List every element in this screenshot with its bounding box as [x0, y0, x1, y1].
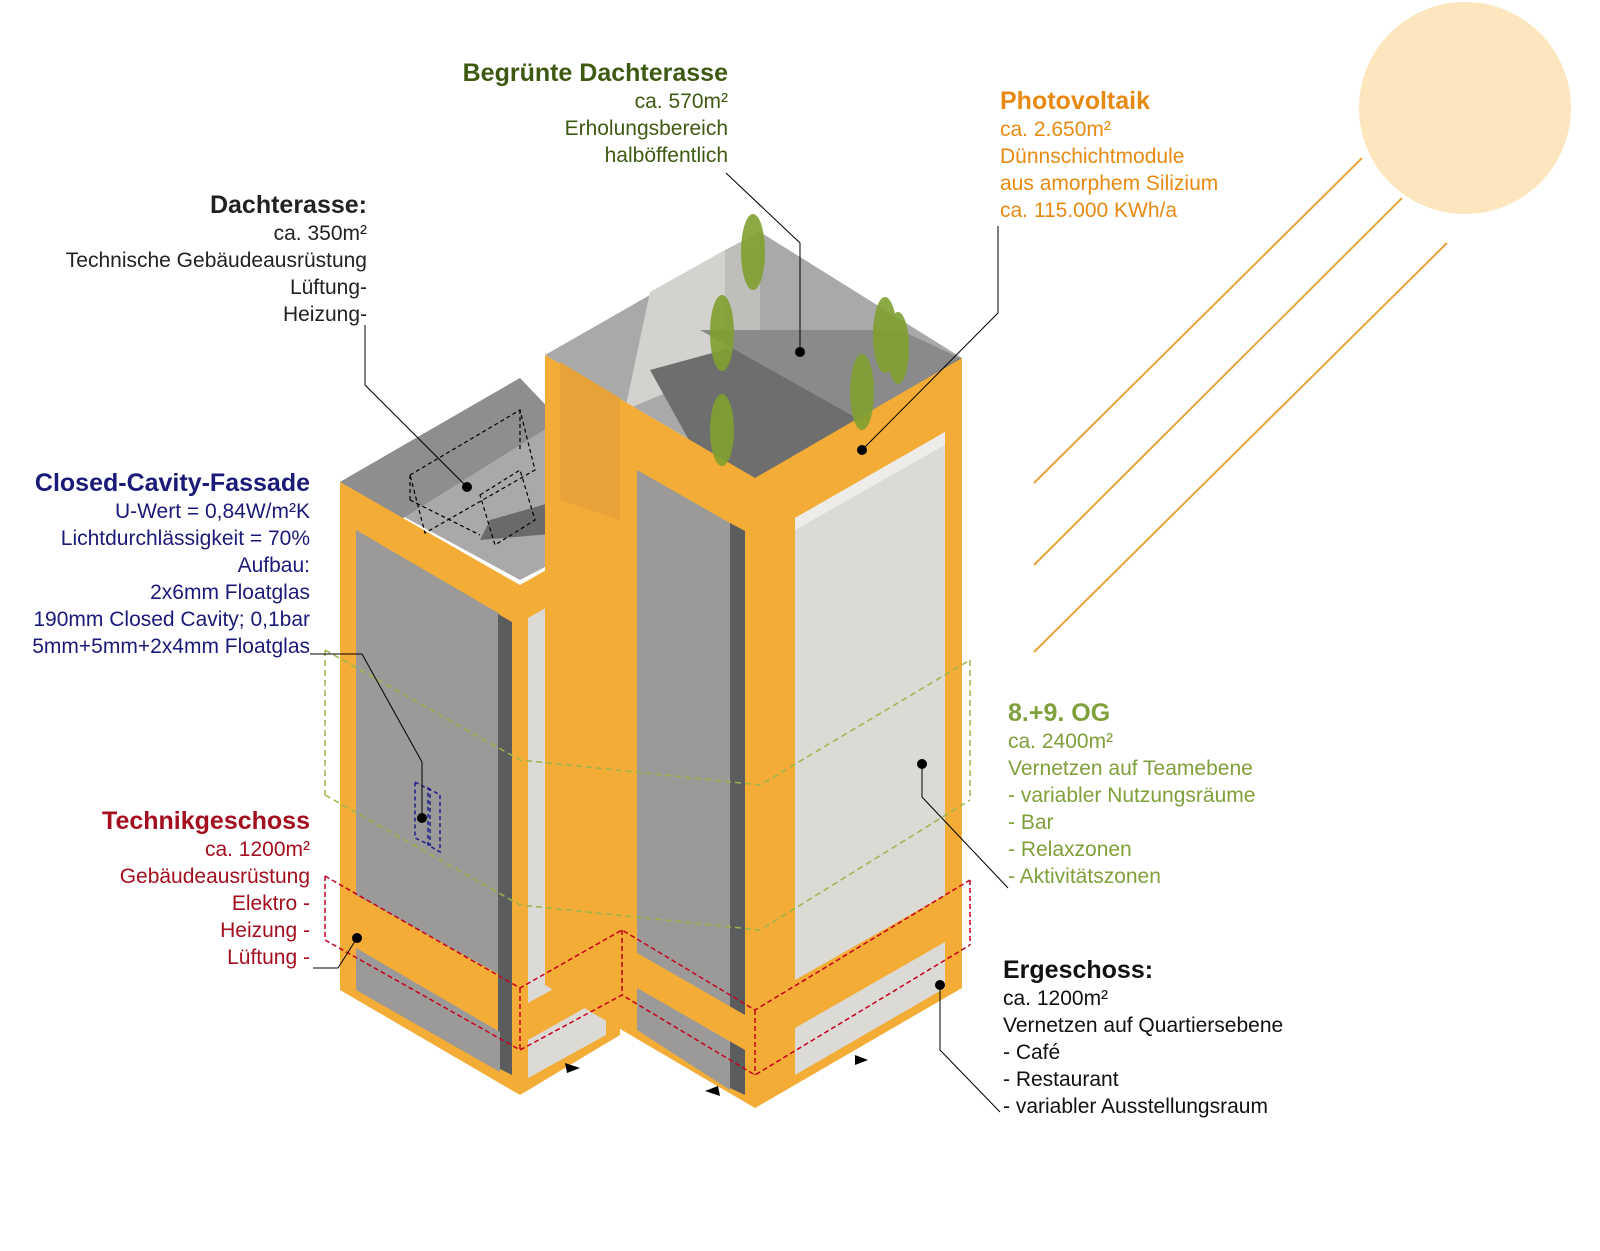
technik-line: Heizung - — [220, 919, 310, 942]
ccf-title: Closed-Cavity-Fassade — [34, 469, 310, 497]
green-roof-title: Begrünte Dachterasse — [462, 59, 728, 87]
ccf-line: Lichtdurchlässigkeit = 70% — [60, 527, 310, 550]
roof-trees — [710, 214, 909, 466]
dachterasse-line: Heizung- — [282, 303, 367, 326]
roof-tech-box — [409, 409, 536, 546]
og-line: ca. 2400m² — [1008, 730, 1114, 753]
technik-line: Elektro - — [231, 892, 310, 915]
green-roof-label: Begrünte Dachterasse ca. 570m² Erholungs… — [463, 58, 728, 169]
ccf-line: Aufbau: — [237, 554, 310, 577]
dachterasse-line: Lüftung- — [289, 276, 367, 299]
eg-line: ca. 1200m² — [1003, 987, 1109, 1010]
ccf-line: 2x6mm Floatglas — [150, 581, 310, 604]
green-roof-line: Erholungsbereich — [564, 117, 728, 140]
technik-line: ca. 1200m² — [204, 838, 310, 861]
dachterasse-label: Dachterasse: ca. 350m² Technische Gebäud… — [66, 190, 367, 328]
photovoltaik-line: aus amorphem Silizium — [1000, 172, 1219, 195]
technik-line: Lüftung - — [227, 946, 310, 969]
ccf-line: 5mm+5mm+2x4mm Floatglas — [32, 635, 310, 658]
photovoltaik-line: ca. 2.650m² — [1000, 118, 1111, 141]
og-line: - variabler Nutzungsräume — [1008, 784, 1256, 807]
technik-label: Technikgeschoss ca. 1200m² Gebäudeausrüs… — [102, 806, 310, 971]
eg-title: Ergeschoss: — [1003, 956, 1154, 984]
green-roof-line: ca. 570m² — [634, 90, 728, 113]
og-title: 8.+9. OG — [1008, 699, 1111, 727]
ccf-label: Closed-Cavity-Fassade U-Wert = 0,84W/m²K… — [32, 468, 310, 660]
og-line: - Aktivitätszonen — [1008, 865, 1161, 888]
ccf-line: 190mm Closed Cavity; 0,1bar — [33, 608, 310, 631]
photovoltaik-title: Photovoltaik — [1000, 87, 1151, 115]
technik-floor-outline — [324, 875, 971, 1076]
facade-detail-outline — [414, 780, 441, 854]
og-label: 8.+9. OG ca. 2400m² Vernetzen auf Teameb… — [1008, 698, 1255, 890]
dachterasse-title: Dachterasse: — [209, 191, 367, 219]
og-line: - Bar — [1008, 811, 1054, 834]
leader-dots — [352, 347, 945, 990]
eg-line: - variabler Ausstellungsraum — [1003, 1095, 1268, 1118]
green-roof-line: halböffentlich — [604, 144, 728, 167]
technik-line: Gebäudeausrüstung — [119, 865, 310, 888]
eg-label: Ergeschoss: ca. 1200m² Vernetzen auf Qua… — [1003, 955, 1283, 1120]
entrance-arrows — [565, 1055, 868, 1096]
photovoltaik-line: ca. 115.000 KWh/a — [1000, 199, 1178, 222]
leader-lines — [310, 172, 1009, 1113]
eg-line: Vernetzen auf Quartiersebene — [1003, 1014, 1284, 1037]
dachterasse-line: ca. 350m² — [273, 222, 367, 245]
eg-line: - Restaurant — [1003, 1068, 1119, 1091]
og-line: - Relaxzonen — [1008, 838, 1132, 861]
og-floor-outline — [324, 649, 971, 931]
dachterasse-line: Technische Gebäudeausrüstung — [65, 249, 367, 272]
eg-line: - Café — [1003, 1041, 1061, 1064]
ccf-line: U-Wert = 0,84W/m²K — [114, 500, 310, 523]
photovoltaik-label: Photovoltaik ca. 2.650m² Dünnschichtmodu… — [1000, 86, 1218, 224]
og-line: Vernetzen auf Teamebene — [1008, 757, 1253, 780]
photovoltaik-line: Dünnschichtmodule — [1000, 145, 1185, 168]
technik-title: Technikgeschoss — [102, 807, 310, 835]
tall-tower — [545, 232, 962, 1108]
sun — [1359, 2, 1571, 214]
sun-rays — [1033, 157, 1448, 653]
